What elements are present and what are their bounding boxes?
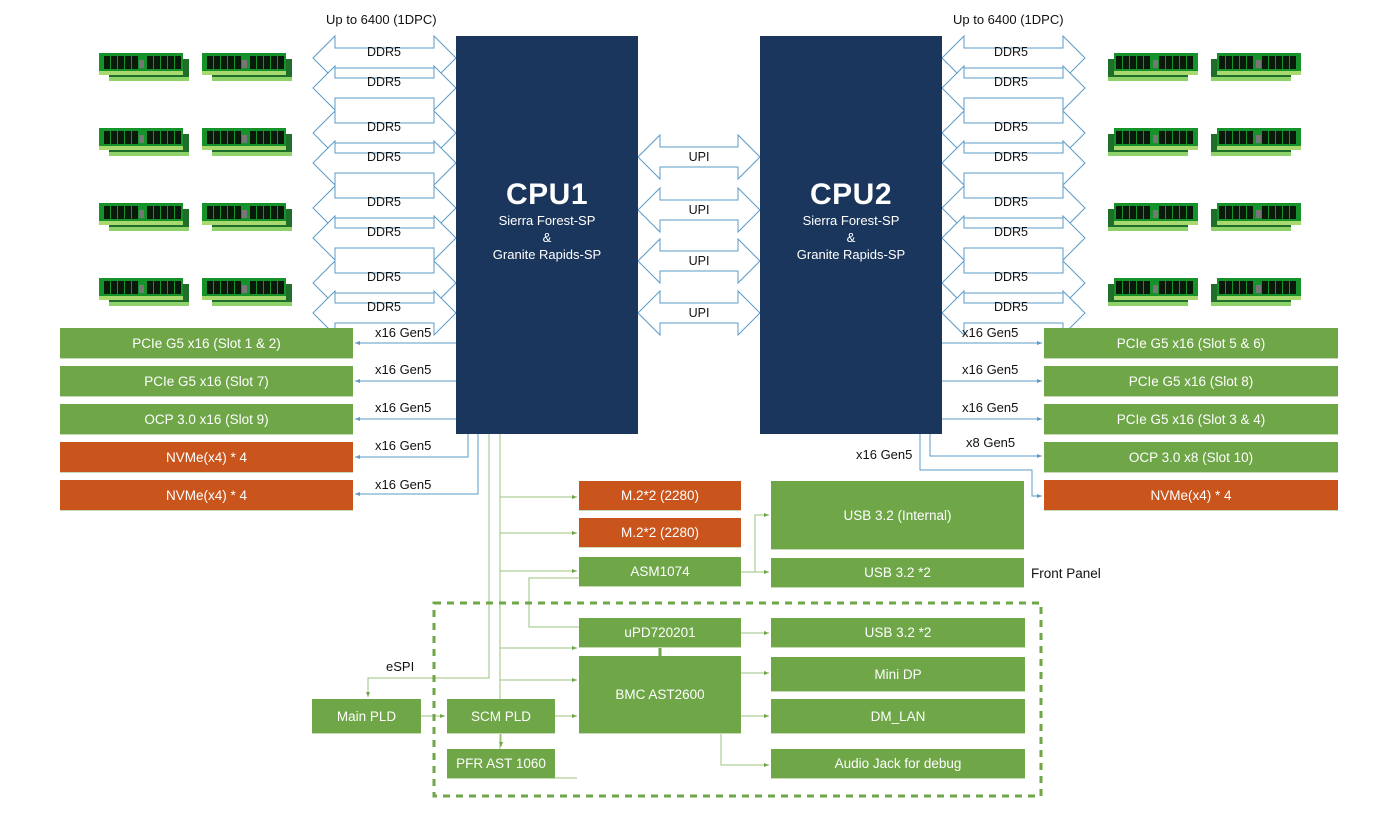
dimm-module-icon [202, 203, 292, 231]
dimm-module-icon [202, 278, 292, 306]
upd720201-chip: uPD720201 [579, 618, 741, 648]
ddr5-label: DDR5 [366, 45, 402, 59]
pcie-slot-8: PCIe G5 x16 (Slot 8) [1044, 366, 1338, 397]
dimm-module-icon [99, 128, 189, 156]
ddr5-label: DDR5 [993, 45, 1029, 59]
scm-module-boundary [432, 601, 1043, 798]
dimm-module-icon [1211, 53, 1301, 81]
link-label: x16 Gen5 [375, 325, 432, 340]
ddr5-bus-arrow [941, 64, 1086, 112]
front-panel-label: Front Panel [1031, 566, 1101, 581]
pcie-slot-1-2: PCIe G5 x16 (Slot 1 & 2) [60, 328, 353, 359]
usb-front: USB 3.2 *2 [771, 558, 1024, 588]
nvme-link-line [355, 434, 479, 496]
dimm-module-icon [1211, 278, 1301, 306]
ddr5-label: DDR5 [366, 300, 402, 314]
cpu2-line1: Sierra Forest-SP [802, 213, 900, 228]
usb-internal: USB 3.2 (Internal) [771, 481, 1024, 550]
cpu2-block: CPU2 Sierra Forest-SP & Granite Rapids-S… [760, 36, 942, 434]
link-label: x16 Gen5 [962, 400, 1019, 415]
cpu2-line3: Granite Rapids-SP [796, 247, 906, 262]
link-label: x16 Gen5 [375, 362, 432, 377]
pcie-slot-7: PCIe G5 x16 (Slot 7) [60, 366, 353, 397]
ddr5-label: DDR5 [993, 300, 1029, 314]
link-label: x8 Gen5 [966, 435, 1016, 450]
cpu1-line1: Sierra Forest-SP [498, 213, 596, 228]
ddr5-bus-arrow [941, 214, 1086, 262]
ddr5-label: DDR5 [993, 75, 1029, 89]
upi-label: UPI [688, 306, 710, 320]
link-label: x16 Gen5 [856, 447, 913, 462]
upi-label: UPI [688, 254, 710, 268]
m2-slot-b: M.2*2 (2280) [579, 518, 741, 548]
audio-jack: Audio Jack for debug [771, 749, 1025, 779]
cpu2-title: CPU2 [809, 178, 893, 211]
dimm-module-icon [99, 53, 189, 81]
dimm-module-icon [1211, 128, 1301, 156]
espi-line [366, 434, 490, 697]
ddr5-label: DDR5 [993, 150, 1029, 164]
ddr5-label: DDR5 [366, 150, 402, 164]
pcie-slot-3-4: PCIe G5 x16 (Slot 3 & 4) [1044, 404, 1338, 435]
link-label: x16 Gen5 [375, 477, 432, 492]
m2-slot-a: M.2*2 (2280) [579, 481, 741, 511]
nvme-block: NVMe(x4) * 4 [60, 480, 353, 511]
nvme-block: NVMe(x4) * 4 [1044, 480, 1338, 511]
dimm-module-icon [1108, 53, 1198, 81]
link-label: x16 Gen5 [962, 362, 1019, 377]
scm-pld: SCM PLD [447, 699, 555, 734]
ddr5-bus-arrow [941, 139, 1086, 187]
main-pld: Main PLD [312, 699, 421, 734]
ddr5-bus-arrow [941, 289, 1086, 337]
dimm-module-icon [99, 203, 189, 231]
ddr5-label: DDR5 [366, 225, 402, 239]
dimm-module-icon [1108, 278, 1198, 306]
ocp-slot-9: OCP 3.0 x16 (Slot 9) [60, 404, 353, 435]
mini-dp: Mini DP [771, 657, 1025, 692]
ddr5-label: DDR5 [366, 270, 402, 284]
link-label: x16 Gen5 [375, 438, 432, 453]
asm1074-chip: ASM1074 [579, 557, 741, 587]
cpu1-line3: Granite Rapids-SP [492, 247, 602, 262]
memory-speed-label-right: Up to 6400 (1DPC) [953, 12, 1064, 27]
ddr5-label: DDR5 [366, 120, 402, 134]
ddr5-label: DDR5 [993, 195, 1029, 209]
cpu1-title: CPU1 [505, 178, 589, 211]
nvme-block: NVMe(x4) * 4 [60, 442, 353, 473]
espi-label: eSPI [386, 659, 415, 674]
ddr5-label: DDR5 [993, 270, 1029, 284]
dimm-module-icon [1211, 203, 1301, 231]
nvme-link-line [355, 434, 469, 459]
dimm-module-icon [1108, 203, 1198, 231]
nvme-link-line [919, 434, 1042, 498]
bmc-ast2600: BMC AST2600 [579, 656, 741, 734]
upi-label: UPI [688, 203, 710, 217]
usb-internal-line [754, 513, 769, 572]
pcie-slot-5-6: PCIe G5 x16 (Slot 5 & 6) [1044, 328, 1338, 359]
ddr5-label: DDR5 [366, 195, 402, 209]
cpu1-block: CPU1 Sierra Forest-SP & Granite Rapids-S… [456, 36, 638, 434]
ocp-slot-10: OCP 3.0 x8 (Slot 10) [1044, 442, 1338, 473]
dimm-module-icon [202, 128, 292, 156]
cpu2-line2: & [846, 230, 856, 245]
audio-line [720, 734, 769, 767]
upi-label: UPI [688, 150, 710, 164]
link-label: x16 Gen5 [962, 325, 1019, 340]
ocp-link-line [929, 434, 1042, 458]
dimm-module-icon [99, 278, 189, 306]
pfr-ast1060: PFR AST 1060 [447, 749, 555, 779]
memory-speed-label-left: Up to 6400 (1DPC) [326, 12, 437, 27]
usb-rear: USB 3.2 *2 [771, 618, 1025, 648]
ddr5-label: DDR5 [993, 120, 1029, 134]
ddr5-label: DDR5 [993, 225, 1029, 239]
link-label: x16 Gen5 [375, 400, 432, 415]
dimm-module-icon [202, 53, 292, 81]
ddr5-label: DDR5 [366, 75, 402, 89]
dimm-module-icon [1108, 128, 1198, 156]
cpu1-line2: & [542, 230, 552, 245]
dm-lan: DM_LAN [771, 699, 1025, 734]
